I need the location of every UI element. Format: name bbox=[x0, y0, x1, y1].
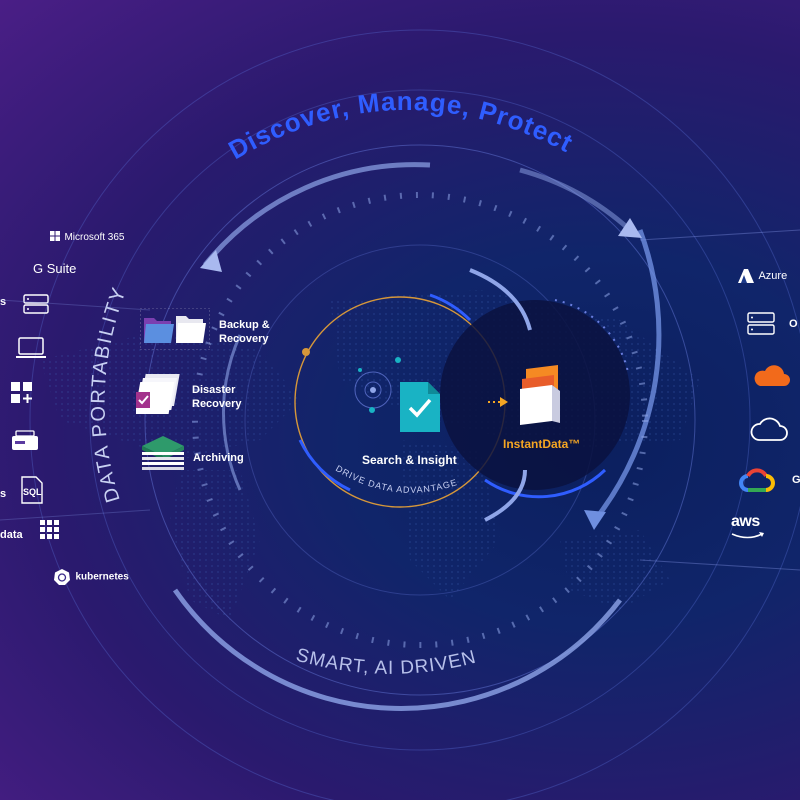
microsoft-365-logo: Microsoft 365 bbox=[50, 227, 124, 245]
kubernetes-logo: kubernetes bbox=[53, 568, 129, 586]
grid-database-icon bbox=[40, 520, 59, 539]
aws-label: aws bbox=[731, 513, 760, 530]
orange-cloud-icon bbox=[754, 365, 790, 386]
arrow-head bbox=[200, 250, 222, 272]
aws-logo: aws bbox=[731, 513, 764, 539]
capability-label-archiving: Archiving bbox=[193, 452, 244, 464]
azure-icon bbox=[738, 268, 754, 283]
kubernetes-wheel-icon bbox=[54, 569, 70, 585]
document-stack-icon bbox=[136, 374, 180, 414]
azure-label: Azure bbox=[758, 269, 788, 282]
data-portability-label: DATA PORTABILITY bbox=[88, 283, 130, 505]
search-insight-label: Search & Insight bbox=[362, 453, 457, 467]
gsuite-label: G Suite bbox=[33, 261, 77, 276]
instantdata-label: InstantData™ bbox=[503, 437, 581, 451]
source-partial-label-s2: s bbox=[0, 488, 7, 500]
sql-file-icon: SQL bbox=[20, 476, 44, 504]
svg-text:DRIVE DATA ADVANTAGE: DRIVE DATA ADVANTAGE bbox=[334, 463, 459, 495]
cloud-partial-label-g: G bbox=[792, 474, 800, 486]
arrow-head bbox=[584, 510, 606, 530]
laptop-icon bbox=[16, 337, 46, 358]
svg-text:Discover, Manage, Protect: Discover, Manage, Protect bbox=[223, 86, 578, 165]
microsoft-grid-icon bbox=[50, 230, 60, 241]
capability-label-backup: Backup &Recovery bbox=[219, 319, 270, 345]
cloud-outline-icon bbox=[750, 417, 788, 441]
svg-text:SMART, AI DRIVEN: SMART, AI DRIVEN bbox=[294, 645, 479, 679]
archive-layers-icon bbox=[142, 436, 184, 470]
folder-icon bbox=[140, 308, 210, 350]
source-partial-label-s: s bbox=[0, 296, 7, 308]
instantdata-icon bbox=[520, 365, 560, 425]
search-document-icon bbox=[400, 382, 440, 432]
headline-text: Discover, Manage, Protect bbox=[223, 86, 577, 165]
server-icon bbox=[23, 294, 49, 314]
cloud-partial-label-o: O bbox=[789, 318, 798, 330]
arrow-head bbox=[618, 218, 642, 238]
server-icon bbox=[747, 312, 775, 335]
smart-ai-label: SMART, AI DRIVEN bbox=[294, 645, 478, 679]
microsoft-365-label: Microsoft 365 bbox=[64, 232, 125, 243]
drive-icon bbox=[12, 430, 38, 450]
drive-data-label: DRIVE DATA ADVANTAGE bbox=[334, 463, 458, 495]
svg-text:DATA PORTABILITY: DATA PORTABILITY bbox=[88, 283, 132, 505]
apps-add-icon bbox=[11, 382, 32, 403]
source-partial-label-data: data bbox=[0, 529, 23, 541]
azure-logo: Azure bbox=[738, 267, 787, 285]
kubernetes-label: kubernetes bbox=[75, 571, 129, 583]
google-cloud-icon bbox=[739, 468, 775, 492]
aws-smile-icon bbox=[731, 532, 764, 539]
sql-label: SQL bbox=[23, 487, 42, 497]
